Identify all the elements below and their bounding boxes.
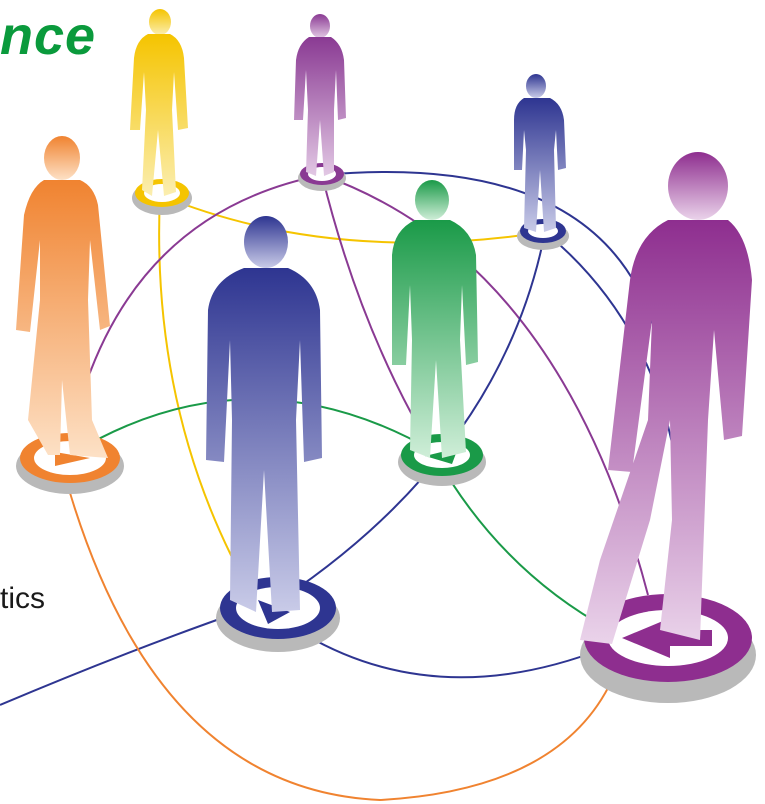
orange-line (61, 464, 613, 802)
navy-line (0, 609, 246, 706)
yellow-disc (132, 179, 192, 215)
headline-text: nce (0, 6, 97, 66)
person-icon (206, 216, 322, 612)
people-figures (16, 9, 752, 644)
person-icon (130, 9, 188, 196)
person-icon (294, 14, 346, 176)
person-icon (16, 136, 110, 458)
violet-disc (298, 163, 346, 191)
person-icon (514, 74, 566, 232)
side-text: tics (0, 582, 45, 615)
person-icon (392, 180, 478, 458)
person-icon (580, 152, 752, 644)
yellow-line (159, 194, 546, 244)
